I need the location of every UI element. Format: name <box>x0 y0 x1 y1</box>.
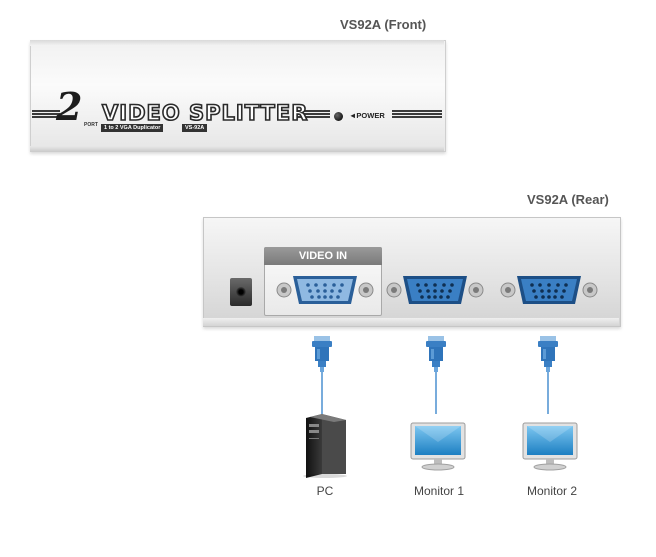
middle-stripes <box>296 110 330 118</box>
vga-port-input-icon <box>276 276 374 304</box>
power-jack-icon <box>230 278 252 306</box>
front-panel-top-edge <box>30 40 444 46</box>
front-caption: VS92A (Front) <box>340 17 427 32</box>
vga-port-output-2-icon <box>500 276 598 304</box>
right-stripes <box>392 110 442 118</box>
device-label-monitor-1: Monitor 1 <box>413 484 465 498</box>
device-label-monitor-2: Monitor 2 <box>526 484 578 498</box>
power-led-icon <box>334 112 343 121</box>
front-panel-bottom-edge <box>30 146 444 152</box>
cable-monitor-2-icon <box>538 336 558 414</box>
left-stripes <box>32 110 60 118</box>
rear-panel-bottom-edge <box>203 318 619 326</box>
vga-port-output-1-icon <box>386 276 484 304</box>
rear-caption: VS92A (Rear) <box>527 192 609 207</box>
monitor-2-icon <box>522 422 578 471</box>
pc-tower-icon <box>303 414 347 478</box>
port-word: PORT <box>84 122 98 128</box>
cable-monitor-1-icon <box>426 336 446 414</box>
product-title: VIDEO SPLITTER <box>101 101 309 125</box>
video-in-label: VIDEO IN <box>264 247 382 265</box>
power-label: ◄POWER <box>349 111 385 120</box>
product-subtitle: 1 to 2 VGA Duplicator <box>101 124 164 132</box>
front-panel <box>30 40 446 152</box>
port-count: 2 <box>56 84 83 129</box>
monitor-1-icon <box>410 422 466 471</box>
device-label-pc: PC <box>316 484 334 498</box>
model-code: VS-92A <box>182 124 208 132</box>
cable-pc-icon <box>312 336 332 414</box>
